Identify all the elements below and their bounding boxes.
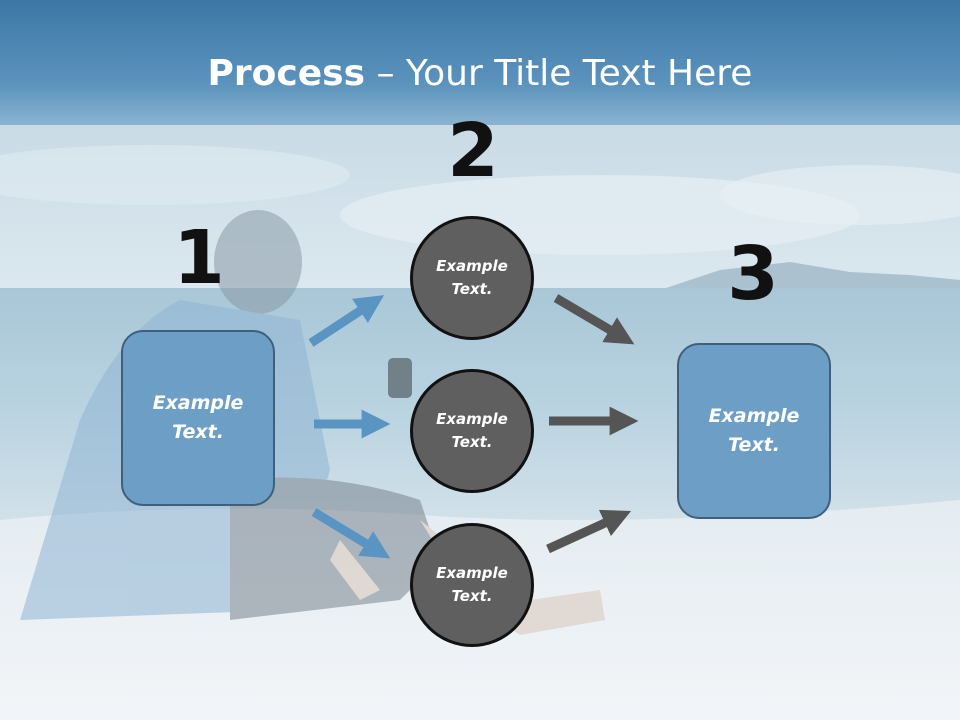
left-text-box: Example Text. bbox=[121, 330, 275, 506]
left-box-line-1: Example bbox=[152, 392, 244, 414]
left-box-line-2: Text. bbox=[172, 421, 224, 443]
circle-2-line-2: Text. bbox=[451, 433, 493, 451]
step-number-2: 2 bbox=[447, 108, 499, 194]
slide-title: Process – Your Title Text Here bbox=[0, 52, 960, 96]
title-bold-part: Process bbox=[207, 53, 366, 94]
right-box-line-1: Example bbox=[708, 405, 800, 427]
circle-step-2: Example Text. bbox=[410, 369, 534, 493]
circle-1-line-1: Example bbox=[436, 257, 508, 275]
arrow-to-circle-1 bbox=[308, 295, 385, 347]
arrow-to-circle-3 bbox=[311, 508, 391, 559]
circle-1-line-2: Text. bbox=[451, 280, 493, 298]
circle-step-1: Example Text. bbox=[410, 216, 534, 340]
arrow-from-circle-1 bbox=[553, 294, 635, 345]
step-number-1: 1 bbox=[173, 215, 225, 301]
arrow-from-circle-3 bbox=[546, 509, 632, 554]
title-rest-part: – Your Title Text Here bbox=[365, 53, 753, 94]
right-text-box: Example Text. bbox=[677, 343, 831, 519]
circle-step-3: Example Text. bbox=[410, 523, 534, 647]
step-number-3: 3 bbox=[727, 231, 779, 317]
circle-3-line-1: Example bbox=[436, 564, 508, 582]
right-box-line-2: Text. bbox=[728, 434, 780, 456]
circle-3-line-2: Text. bbox=[451, 587, 493, 605]
circle-2-line-1: Example bbox=[436, 410, 508, 428]
